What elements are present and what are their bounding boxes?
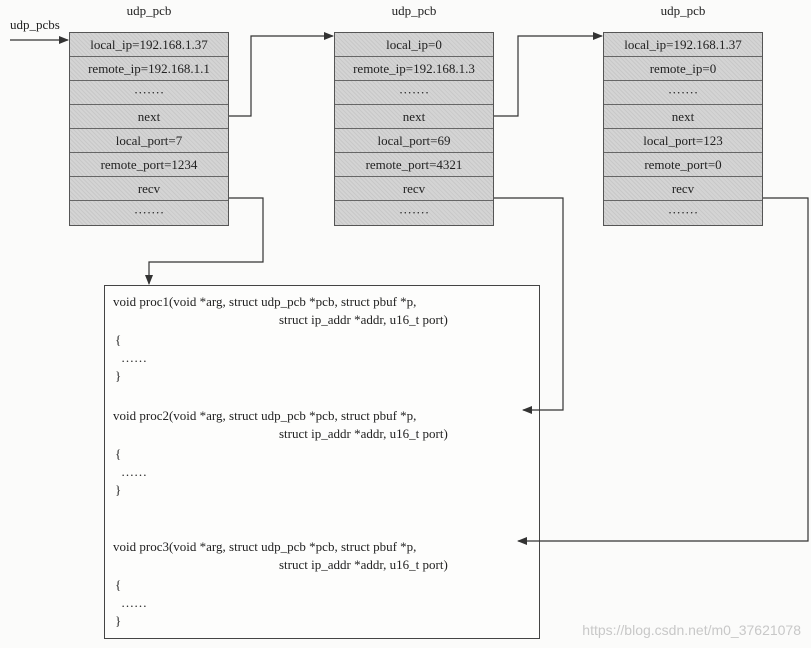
proc3-close-brace: } <box>115 613 122 628</box>
pcb-field-local-port: local_port=69 <box>335 129 493 153</box>
pcb-2-title: udp_pcb <box>391 3 437 18</box>
next-arrow-1-to-2 <box>229 32 334 117</box>
next-arrow-2-to-3 <box>494 32 603 117</box>
proc3-body: …… <box>121 595 147 610</box>
proc3-open-brace: { <box>115 577 122 592</box>
proc1-signature-line1: void proc1(void *arg, struct udp_pcb *pc… <box>113 294 417 309</box>
pcb-field-local-port: local_port=7 <box>70 129 228 153</box>
pcb-field-local-ip: local_ip=192.168.1.37 <box>604 33 762 57</box>
recv-arrow-2-to-proc2 <box>494 197 564 414</box>
proc2-close-brace: } <box>115 482 122 497</box>
proc1-close-brace: } <box>115 368 122 383</box>
pcb-field-ellipsis: ······· <box>604 201 762 225</box>
pcb-field-ellipsis: ······· <box>335 201 493 225</box>
pcb-field-local-ip: local_ip=192.168.1.37 <box>70 33 228 57</box>
pcb-field-remote-port: remote_port=0 <box>604 153 762 177</box>
pcb-field-remote-ip: remote_ip=192.168.1.1 <box>70 57 228 81</box>
proc3-signature-line1: void proc3(void *arg, struct udp_pcb *pc… <box>113 539 417 554</box>
proc2-signature-line1: void proc2(void *arg, struct udp_pcb *pc… <box>113 408 417 423</box>
pcb-field-remote-ip: remote_ip=0 <box>604 57 762 81</box>
pcb-field-ellipsis: ······· <box>70 201 228 225</box>
proc2-body: …… <box>121 464 147 479</box>
proc1-signature-line2: struct ip_addr *addr, u16_t port) <box>279 312 448 327</box>
recv-arrow-1-to-proc1 <box>145 197 264 285</box>
pcb-field-ellipsis: ······· <box>70 81 228 105</box>
udp-pcb-2: local_ip=0 remote_ip=192.168.1.3 ·······… <box>334 32 494 226</box>
pcb-1-title: udp_pcb <box>126 3 172 18</box>
udp-pcbs-label: udp_pcbs <box>10 17 60 32</box>
pcb-field-next: next <box>604 105 762 129</box>
udp-pcb-1: local_ip=192.168.1.37 remote_ip=192.168.… <box>69 32 229 226</box>
proc1-body: …… <box>121 350 147 365</box>
pcb-field-remote-ip: remote_ip=192.168.1.3 <box>335 57 493 81</box>
pcb-field-recv: recv <box>604 177 762 201</box>
pcb-field-remote-port: remote_port=1234 <box>70 153 228 177</box>
proc1-open-brace: { <box>115 332 122 347</box>
pcb-field-local-port: local_port=123 <box>604 129 762 153</box>
pcb-3-title: udp_pcb <box>660 3 706 18</box>
pcb-field-ellipsis: ······· <box>604 81 762 105</box>
recv-arrow-3-to-proc3 <box>517 197 809 545</box>
callback-code-box: void proc1(void *arg, struct udp_pcb *pc… <box>104 285 540 639</box>
pcb-field-local-ip: local_ip=0 <box>335 33 493 57</box>
pcb-field-next: next <box>70 105 228 129</box>
udp-pcb-3: local_ip=192.168.1.37 remote_ip=0 ······… <box>603 32 763 226</box>
proc3-signature-line2: struct ip_addr *addr, u16_t port) <box>279 557 448 572</box>
pcb-field-next: next <box>335 105 493 129</box>
proc2-signature-line2: struct ip_addr *addr, u16_t port) <box>279 426 448 441</box>
pcb-field-recv: recv <box>70 177 228 201</box>
pcb-field-remote-port: remote_port=4321 <box>335 153 493 177</box>
proc2-open-brace: { <box>115 446 122 461</box>
pcb-field-recv: recv <box>335 177 493 201</box>
pcb-field-ellipsis: ······· <box>335 81 493 105</box>
watermark: https://blog.csdn.net/m0_37621078 <box>582 622 801 638</box>
